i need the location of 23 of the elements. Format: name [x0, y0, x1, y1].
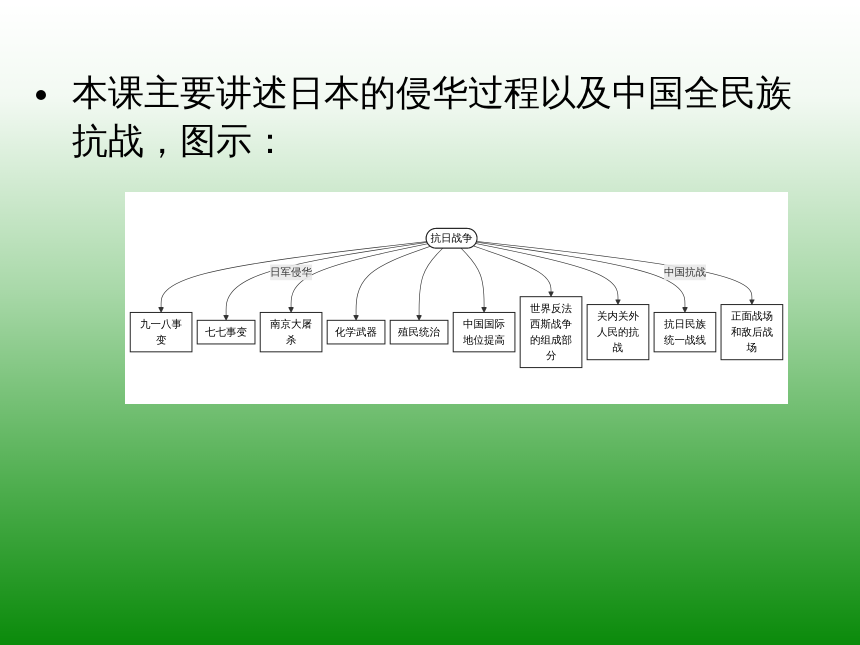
edge-label: 日军侵华 [270, 266, 312, 278]
arrow [476, 242, 688, 313]
node-box [586, 304, 650, 360]
node-box [720, 304, 784, 360]
node-box [326, 320, 386, 344]
node-box [196, 320, 256, 344]
arrow [223, 242, 428, 321]
node-box [654, 312, 716, 352]
title-text: 本课主要讲述日本的侵华过程以及中国全民族抗战，图示： [72, 72, 793, 164]
node-box [520, 296, 582, 368]
arrow [476, 243, 621, 305]
arrow [353, 246, 431, 321]
edge-label: 中国抗战 [664, 266, 706, 278]
node-box [130, 312, 192, 352]
node-box [452, 312, 516, 352]
diagram-panel: 日军侵华 中国抗战 抗日战争 九一八事变 七七事变 南京大屠杀 化学武器 殖民统治 中国国际地位提高 世界反法西斯战争的组成部分 关内关外人民的抗战 抗日民族统一战线 正面战场和敌后战场 [125, 192, 788, 404]
arrow [474, 246, 554, 297]
arrow [288, 243, 428, 313]
arrow [416, 248, 443, 321]
node-box [260, 312, 322, 352]
arrow [460, 248, 487, 313]
arrow [158, 241, 428, 313]
node-box [390, 320, 448, 344]
